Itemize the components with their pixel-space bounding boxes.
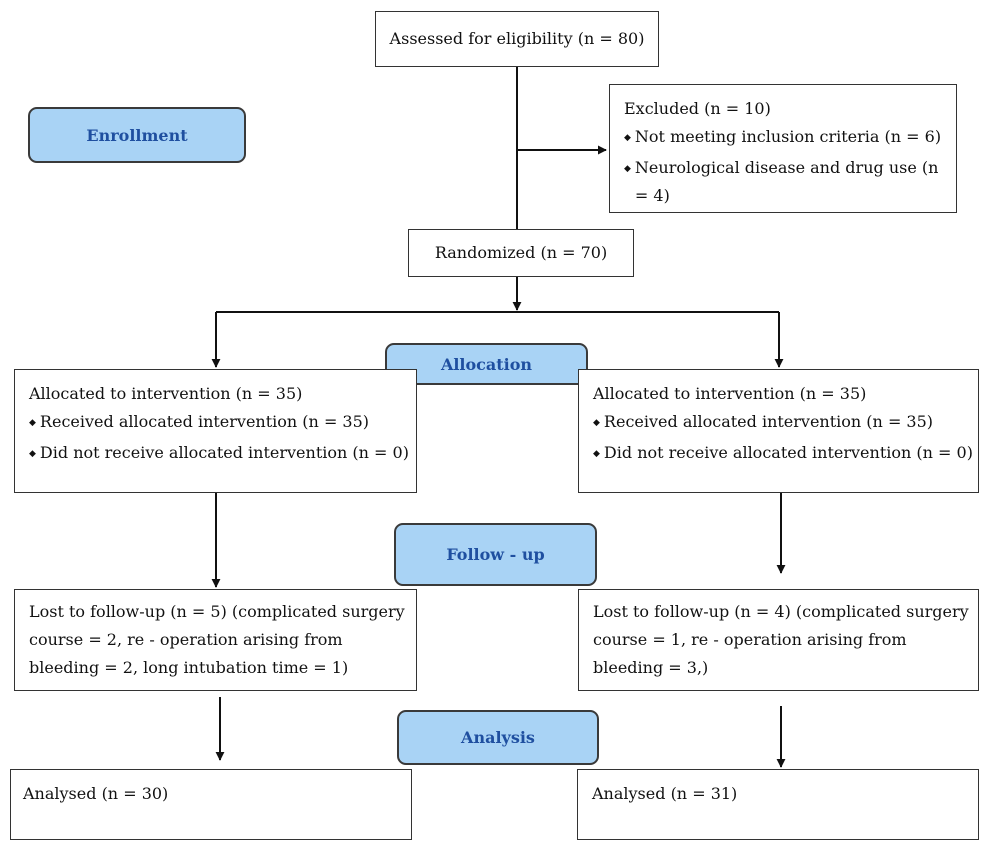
assessed-text: Assessed for eligibility (n = 80) bbox=[389, 29, 645, 48]
bullet-icon: ◆ bbox=[29, 418, 36, 428]
followup-right-box: Lost to follow-up (n = 4) (complicated s… bbox=[578, 589, 979, 691]
allocation-left-item: ◆ Did not receive allocated intervention… bbox=[29, 439, 416, 470]
allocation-right-item-text: Did not receive allocated intervention (… bbox=[603, 443, 973, 462]
followup-right-line: course = 1, re - operation arising from bbox=[593, 630, 907, 649]
followup-left-line: course = 2, re - operation arising from bbox=[29, 630, 343, 649]
allocation-right-item-text: Received allocated intervention (n = 35) bbox=[603, 412, 934, 431]
allocation-left-title: Allocated to intervention (n = 35) bbox=[29, 384, 303, 403]
followup-left-line: Lost to follow-up (n = 5) (complicated s… bbox=[29, 602, 405, 621]
analysed-right-text: Analysed (n = 31) bbox=[592, 784, 738, 803]
stage-followup: Follow - up bbox=[394, 523, 597, 586]
assessed-box: Assessed for eligibility (n = 80) bbox=[375, 11, 659, 67]
stage-enrollment: Enrollment bbox=[28, 107, 246, 163]
bullet-icon: ◆ bbox=[593, 449, 600, 459]
analysed-right-box: Analysed (n = 31) bbox=[577, 769, 979, 840]
excluded-item: ◆ Not meeting inclusion criteria (n = 6) bbox=[624, 123, 956, 154]
bullet-icon: ◆ bbox=[593, 418, 600, 428]
allocation-left-item-text: Did not receive allocated intervention (… bbox=[39, 443, 409, 462]
allocation-left-item-text: Received allocated intervention (n = 35) bbox=[39, 412, 370, 431]
followup-right-line: Lost to follow-up (n = 4) (complicated s… bbox=[593, 602, 969, 621]
stage-allocation: Allocation bbox=[385, 343, 588, 385]
randomized-text: Randomized (n = 70) bbox=[434, 243, 608, 262]
followup-right-line: bleeding = 3,) bbox=[593, 658, 709, 677]
followup-left-line: bleeding = 2, long intubation time = 1) bbox=[29, 658, 349, 677]
analysed-left-box: Analysed (n = 30) bbox=[10, 769, 412, 840]
allocation-right-title: Allocated to intervention (n = 35) bbox=[593, 384, 867, 403]
analysed-left-text: Analysed (n = 30) bbox=[23, 784, 169, 803]
randomized-box: Randomized (n = 70) bbox=[408, 229, 634, 277]
allocation-right-item: ◆ Did not receive allocated intervention… bbox=[593, 439, 978, 470]
excluded-title: Excluded (n = 10) bbox=[624, 99, 771, 118]
excluded-item: ◆ Neurological disease and drug use (n =… bbox=[624, 154, 956, 210]
bullet-icon: ◆ bbox=[624, 133, 631, 143]
excluded-item-text: Neurological disease and drug use (n = 4… bbox=[634, 158, 939, 205]
allocation-left-item: ◆ Received allocated intervention (n = 3… bbox=[29, 408, 416, 439]
allocation-right-box: Allocated to intervention (n = 35) ◆ Rec… bbox=[578, 369, 979, 493]
allocation-right-item: ◆ Received allocated intervention (n = 3… bbox=[593, 408, 978, 439]
excluded-box: Excluded (n = 10) ◆ Not meeting inclusio… bbox=[609, 84, 957, 213]
followup-left-box: Lost to follow-up (n = 5) (complicated s… bbox=[14, 589, 417, 691]
stage-analysis: Analysis bbox=[397, 710, 599, 765]
excluded-item-text: Not meeting inclusion criteria (n = 6) bbox=[634, 127, 942, 146]
bullet-icon: ◆ bbox=[624, 164, 631, 174]
bullet-icon: ◆ bbox=[29, 449, 36, 459]
allocation-left-box: Allocated to intervention (n = 35) ◆ Rec… bbox=[14, 369, 417, 493]
